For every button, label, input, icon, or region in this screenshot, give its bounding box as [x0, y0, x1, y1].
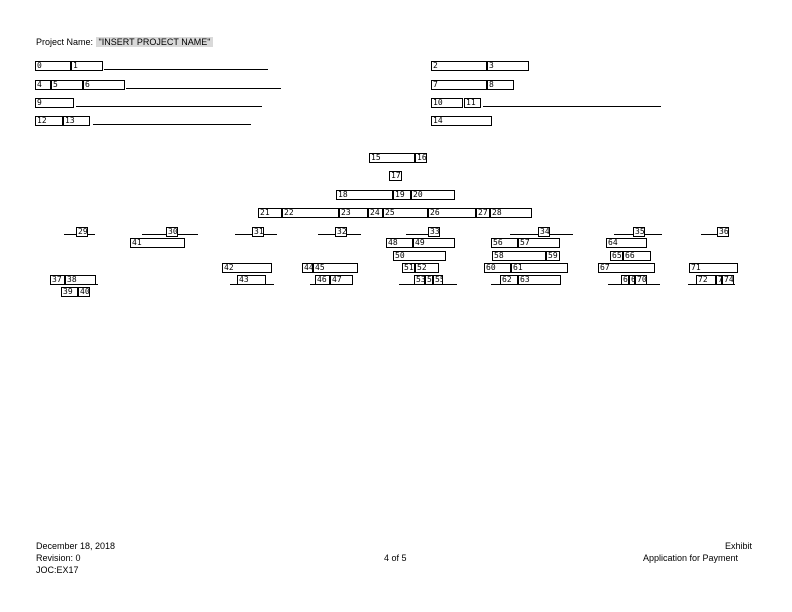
form-field-0[interactable]: 0 [35, 61, 71, 71]
signature-underline [701, 234, 729, 235]
form-field-62[interactable]: 62 [500, 275, 518, 285]
form-field-7[interactable]: 7 [431, 80, 487, 90]
form-field-1[interactable]: 1 [71, 61, 103, 71]
footer-exhibit: Exhibit [724, 541, 752, 551]
form-field-72[interactable]: 72 [696, 275, 716, 285]
form-field-51[interactable]: 51 [402, 263, 415, 273]
signature-underline [76, 106, 262, 107]
form-field-4[interactable]: 4 [35, 80, 51, 90]
form-field-65[interactable]: 65 [610, 251, 623, 261]
form-field-13[interactable]: 13 [63, 116, 90, 126]
form-field-10[interactable]: 10 [431, 98, 463, 108]
footer-page: 4 of 5 [384, 553, 407, 563]
form-field-32[interactable]: 32 [335, 227, 347, 237]
form-field-9[interactable]: 9 [35, 98, 74, 108]
form-field-25[interactable]: 25 [383, 208, 428, 218]
form-field-63[interactable]: 63 [518, 275, 561, 285]
signature-underline [96, 284, 98, 285]
form-field-48[interactable]: 48 [386, 238, 413, 248]
form-field-19[interactable]: 19 [393, 190, 411, 200]
form-field-69[interactable]: 69 [629, 275, 635, 285]
form-field-43[interactable]: 43 [237, 275, 266, 285]
form-field-55[interactable]: 55 [433, 275, 443, 285]
signature-underline [406, 234, 440, 235]
form-field-26[interactable]: 26 [428, 208, 476, 218]
form-field-15[interactable]: 15 [369, 153, 415, 163]
form-field-31[interactable]: 31 [252, 227, 264, 237]
form-field-67[interactable]: 67 [598, 263, 655, 273]
form-field-45[interactable]: 45 [313, 263, 358, 273]
form-field-11[interactable]: 11 [464, 98, 481, 108]
form-field-2[interactable]: 2 [431, 61, 487, 71]
form-field-6[interactable]: 6 [83, 80, 125, 90]
form-field-34[interactable]: 34 [538, 227, 550, 237]
form-field-50[interactable]: 50 [393, 251, 446, 261]
form-field-27[interactable]: 27 [476, 208, 490, 218]
form-field-33[interactable]: 33 [428, 227, 440, 237]
form-field-49[interactable]: 49 [413, 238, 455, 248]
form-field-66[interactable]: 66 [623, 251, 651, 261]
form-field-17[interactable]: 17 [389, 171, 402, 181]
form-field-64[interactable]: 64 [606, 238, 647, 248]
form-field-42[interactable]: 42 [222, 263, 272, 273]
form-field-73[interactable]: 73 [716, 275, 722, 285]
form-field-14[interactable]: 14 [431, 116, 492, 126]
form-field-60[interactable]: 60 [484, 263, 511, 273]
form-field-59[interactable]: 59 [546, 251, 560, 261]
form-field-56[interactable]: 56 [491, 238, 518, 248]
form-field-57[interactable]: 57 [518, 238, 560, 248]
signature-underline [483, 106, 661, 107]
footer-code: JOC:EX17 [36, 565, 79, 575]
footer-doc-title: Application for Payment [642, 553, 738, 563]
form-field-5[interactable]: 5 [51, 80, 83, 90]
form-field-22[interactable]: 22 [282, 208, 339, 218]
footer-revision: Revision: 0 [36, 553, 81, 563]
form-field-44[interactable]: 44 [302, 263, 313, 273]
form-field-58[interactable]: 58 [492, 251, 546, 261]
form-field-20[interactable]: 20 [411, 190, 455, 200]
form-field-70[interactable]: 70 [635, 275, 647, 285]
project-name-row: Project Name: "INSERT PROJECT NAME" [36, 37, 214, 48]
form-field-38[interactable]: 38 [65, 275, 96, 285]
form-field-30[interactable]: 30 [166, 227, 178, 237]
footer-right: Exhibit Application for Payment [643, 540, 752, 564]
form-field-52[interactable]: 52 [415, 263, 439, 273]
form-field-40[interactable]: 40 [78, 287, 90, 297]
project-name-value[interactable]: "INSERT PROJECT NAME" [95, 37, 214, 47]
form-field-28[interactable]: 28 [490, 208, 532, 218]
form-field-29[interactable]: 29 [76, 227, 88, 237]
form-field-18[interactable]: 18 [336, 190, 393, 200]
form-field-41[interactable]: 41 [130, 238, 185, 248]
form-field-8[interactable]: 8 [487, 80, 514, 90]
form-field-47[interactable]: 47 [330, 275, 353, 285]
form-field-74[interactable]: 74 [722, 275, 734, 285]
form-field-46[interactable]: 46 [315, 275, 330, 285]
signature-underline [126, 88, 281, 89]
footer-left: December 18, 2018 Revision: 0 JOC:EX17 [36, 540, 115, 576]
form-field-35[interactable]: 35 [633, 227, 645, 237]
form-field-16[interactable]: 16 [415, 153, 427, 163]
form-field-54[interactable]: 54 [425, 275, 433, 285]
form-field-36[interactable]: 36 [717, 227, 729, 237]
footer-date: December 18, 2018 [36, 541, 116, 551]
project-name-label: Project Name: [36, 37, 94, 47]
form-field-53[interactable]: 53 [414, 275, 425, 285]
form-field-61[interactable]: 61 [511, 263, 568, 273]
signature-underline [104, 69, 268, 70]
form-field-21[interactable]: 21 [258, 208, 282, 218]
form-field-37[interactable]: 37 [50, 275, 65, 285]
form-field-23[interactable]: 23 [339, 208, 368, 218]
form-field-24[interactable]: 24 [368, 208, 383, 218]
signature-underline [93, 124, 251, 125]
form-field-3[interactable]: 3 [487, 61, 529, 71]
form-field-71[interactable]: 71 [689, 263, 738, 273]
form-field-39[interactable]: 39 [61, 287, 78, 297]
form-field-68[interactable]: 68 [621, 275, 629, 285]
form-field-12[interactable]: 12 [35, 116, 63, 126]
